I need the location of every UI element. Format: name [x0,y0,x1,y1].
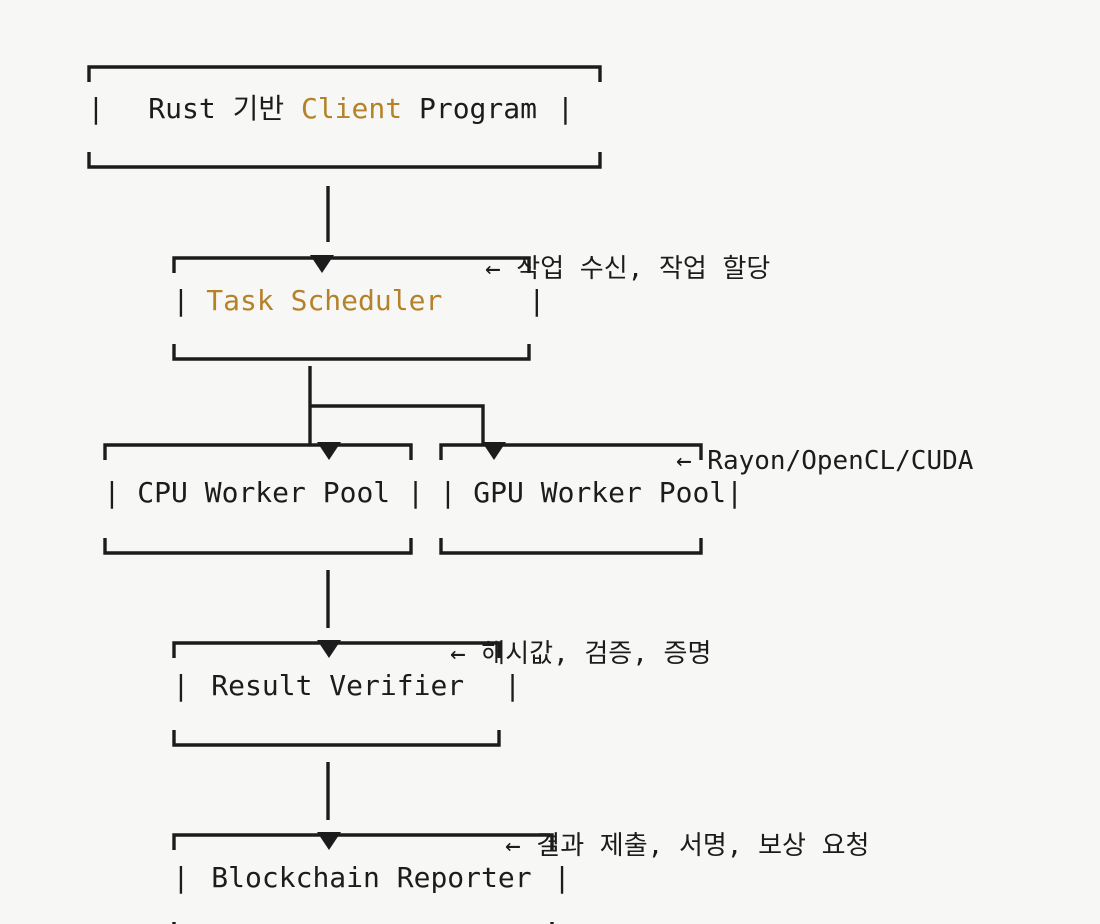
connector-cpupool-to-verifier [252,534,339,672]
blockchain-reporter-box-bottom-border [105,880,562,924]
gpu-worker-pool-box-label-row: |GPU Worker Pool| [372,442,743,544]
connector-scheduler-branch [236,332,503,492]
task-scheduler-left-pipe: | [172,284,190,317]
note-reporter: ← 결과 제출, 서명, 보상 요청 [505,831,870,861]
client-label-accent: Client [300,92,403,125]
task-scheduler-label: Task Scheduler [206,284,443,317]
gpu-worker-pool-box-top-border [372,402,714,504]
gpu-pool-left-pipe: | [439,476,457,509]
note-gpu: ← Rayon/OpenCL/CUDA [676,446,974,476]
note-verifier: ← 해시값, 검증, 증명 [450,639,712,669]
client-box-right-pipe: | [556,92,574,125]
arrow-head-gpu-pool [482,442,507,460]
task-scheduler-box-top-border [105,215,537,317]
client-label-suffix: Program [402,92,537,125]
blockchain-reporter-label: Blockchain Reporter [211,861,532,894]
reporter-left-pipe: | [172,861,190,894]
connector-client-to-scheduler [252,150,339,286]
cpu-worker-pool-box-label-row: | CPU Worker Pool | [36,442,424,544]
reporter-right-pipe: | [553,861,571,894]
client-box-top-border [20,24,603,126]
arrow-head-verifier [317,640,342,658]
cpu-worker-pool-box-bottom-border [36,496,423,598]
result-verifier-label: Result Verifier [211,669,465,702]
arrow-head-cpu-pool [317,442,342,460]
client-box-bottom-border [20,110,603,212]
arrow-head-reporter [317,832,342,850]
task-scheduler-box-label-row: | Task Scheduler | [105,250,545,352]
client-label-prefix: Rust 기반 [148,92,301,125]
task-scheduler-right-pipe: | [528,284,546,317]
verifier-right-pipe: | [504,669,522,702]
task-scheduler-box-bottom-border [105,302,537,404]
client-box-left-pipe: | [87,92,105,125]
cpu-worker-pool-label: CPU Worker Pool [137,476,391,509]
client-box-label-row: | Rust 기반 Client Program | [20,58,574,160]
result-verifier-box-label-row: | Result Verifier | [105,635,521,737]
blockchain-reporter-box-top-border [105,792,562,894]
result-verifier-box-top-border [105,600,507,702]
cpu-worker-pool-box-top-border [36,402,423,504]
arrow-head-scheduler [310,255,335,273]
result-verifier-box-bottom-border [105,688,507,790]
gpu-pool-right-pipe: | [726,476,744,509]
note-scheduler: ← 작업 수신, 작업 할당 [485,254,771,284]
cpu-pool-left-pipe: | [103,476,121,509]
gpu-worker-pool-box-bottom-border [372,496,714,598]
blockchain-reporter-box-label-row: | Blockchain Reporter | [105,827,570,924]
cpu-pool-right-pipe: | [407,476,425,509]
connector-verifier-to-reporter [252,726,339,864]
verifier-left-pipe: | [172,669,190,702]
gpu-worker-pool-label: GPU Worker Pool [473,476,727,509]
